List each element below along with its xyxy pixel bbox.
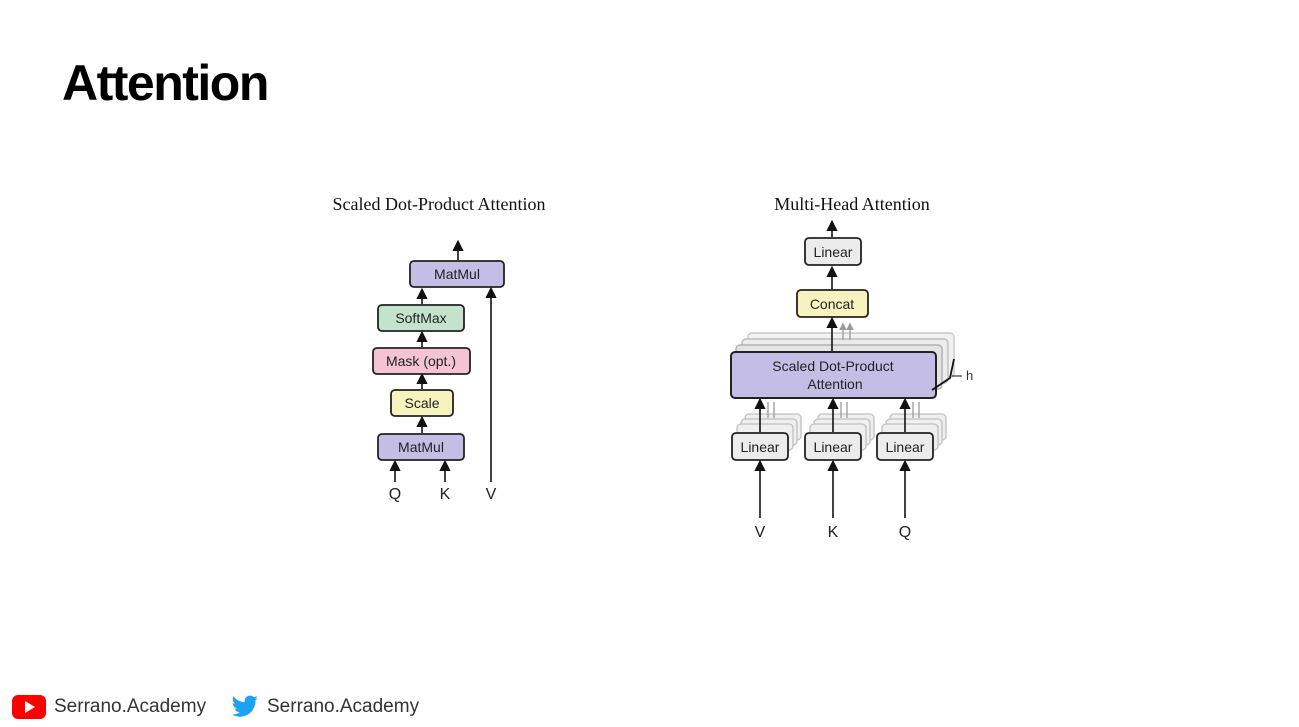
mha-input-v: V [755,524,766,541]
scale-box [390,389,454,417]
concat-box [796,289,869,318]
linear-k-box [804,432,862,461]
mask-box [372,347,471,375]
softmax-label: SoftMax [395,310,446,326]
sdpa-arrows [389,239,497,482]
matmul-top-box [409,260,505,288]
linear-v-box [731,432,789,461]
softmax-box [377,304,465,332]
linear-k-label: Linear [814,439,853,455]
matmul-bottom-box [377,433,465,461]
mha-title: Multi-Head Attention [774,194,929,214]
mask-label: Mask (opt.) [386,353,456,369]
twitter-icon [231,695,258,717]
matmul-top-label: MatMul [434,266,480,282]
linear-q-label: Linear [886,439,925,455]
matmul-bottom-label: MatMul [398,439,444,455]
mha-linear-top-box [804,237,862,266]
mha-linear-top-label: Linear [814,244,853,260]
sdpa-block-label-line2: Attention [807,376,862,392]
scale-label: Scale [404,395,439,411]
linear-v-label: Linear [741,439,780,455]
mha-arrows [754,219,911,518]
mha-shadow-arrows [767,322,920,418]
youtube-handle: Serrano.Academy [54,696,207,717]
sdpa-diagram: Scaled Dot-Product Attention MatMul Soft… [333,194,546,503]
youtube-icon [12,695,46,719]
concat-label: Concat [810,296,854,312]
sdpa-block-box [730,351,937,399]
heads-bracket [931,358,955,391]
sdpa-input-q: Q [389,486,401,503]
mha-diagram: Multi-Head Attention [730,194,973,541]
sdpa-block-label-line1: Scaled Dot-Product [772,358,894,374]
sdpa-title: Scaled Dot-Product Attention [333,194,546,214]
mha-input-k: K [828,524,839,541]
attention-diagram: Scaled Dot-Product Attention MatMul Soft… [333,194,974,541]
sdpa-input-k: K [440,486,451,503]
twitter-handle: Serrano.Academy [267,696,420,717]
heads-label: h [966,368,973,383]
slide-title: Attention [62,55,269,111]
mha-input-q: Q [899,524,911,541]
youtube-channel[interactable]: Serrano.Academy [12,694,206,720]
sdpa-input-v: V [486,486,497,503]
linear-q-box [876,432,934,461]
twitter-account[interactable]: Serrano.Academy [231,694,419,720]
